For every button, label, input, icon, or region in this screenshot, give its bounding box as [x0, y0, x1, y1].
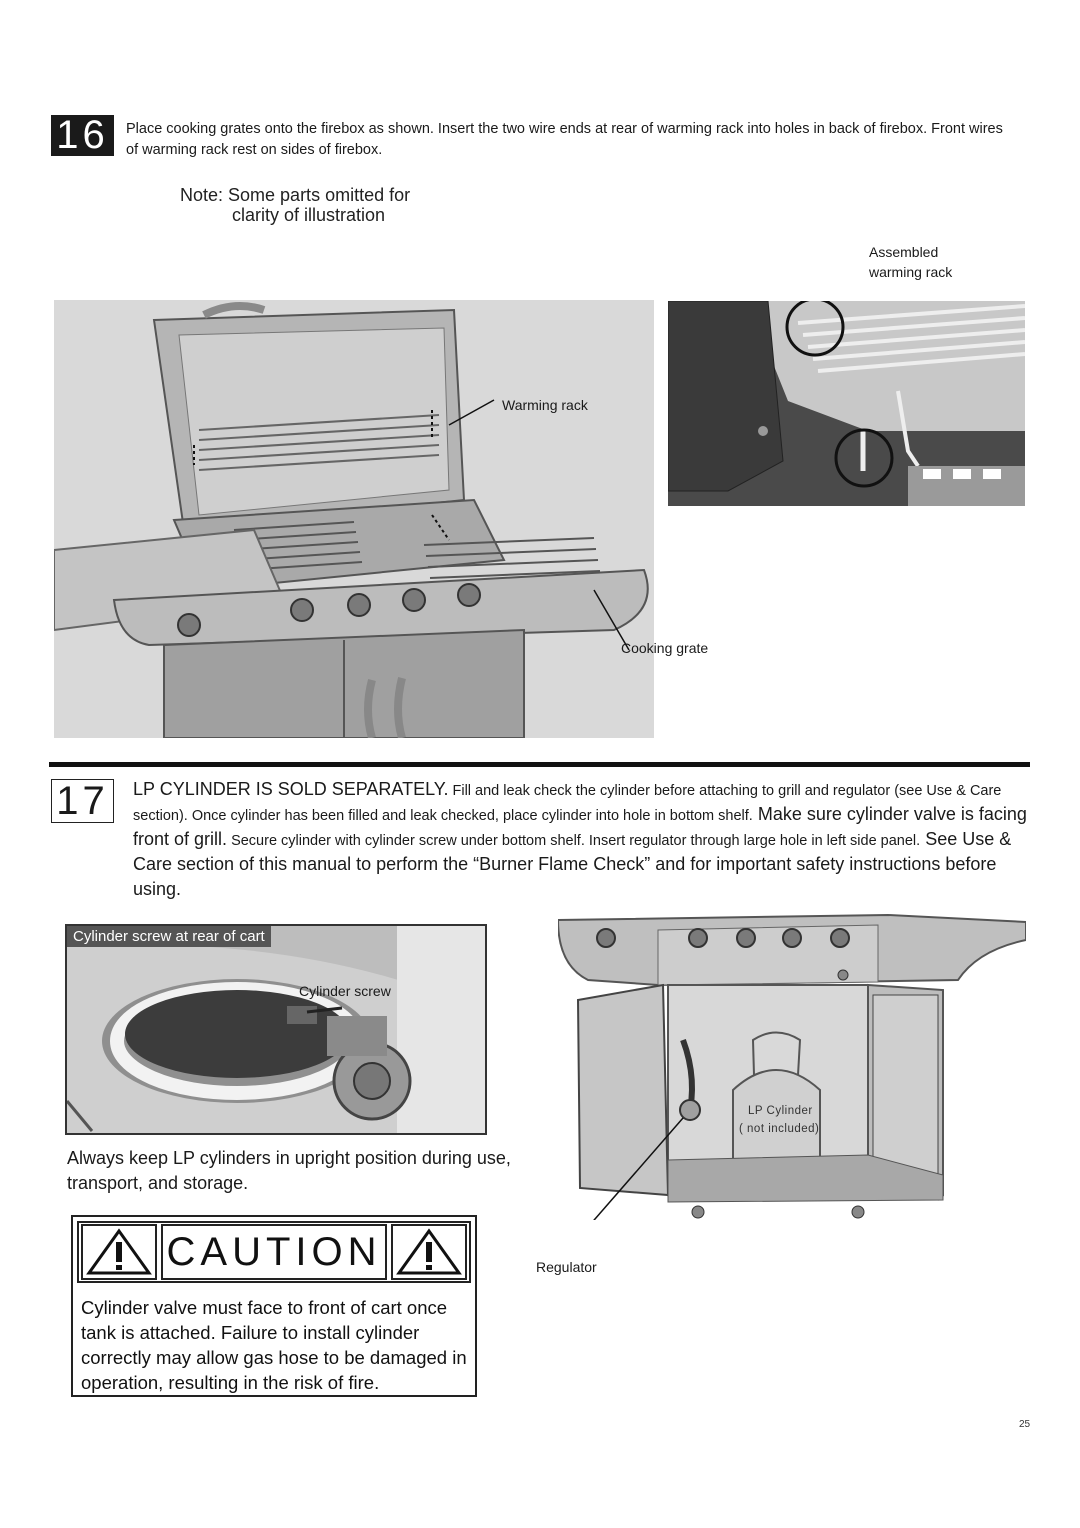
- step-number-17: 17: [51, 779, 114, 823]
- illustration-note-line1: Note: Some parts omitted for: [180, 185, 411, 205]
- step-16-instructions: Place cooking grates onto the firebox as…: [126, 121, 1003, 158]
- step-17-see-use-care: See Use & Care section of this manual to…: [133, 829, 1012, 899]
- warning-triangle-icon-left: [81, 1224, 157, 1280]
- step-17-secure-cylinder: Secure cylinder with cylinder screw unde…: [227, 833, 921, 849]
- cooking-grate-label: Cooking grate: [621, 640, 709, 656]
- cylinder-screw-photo-caption: Cylinder screw at rear of cart: [67, 926, 271, 947]
- step-17-fill-leak: Fill and leak check the cylinder before …: [133, 783, 1002, 824]
- caution-text: Cylinder valve must face to front of car…: [81, 1297, 467, 1393]
- step-17-sold-separately: LP CYLINDER IS SOLD SEPARATELY.: [133, 779, 449, 799]
- warming-rack-closeup-illustration: [668, 301, 1025, 506]
- step-17-instructions: LP CYLINDER IS SOLD SEPARATELY. Fill and…: [133, 778, 1028, 903]
- lp-cylinder-label: LP Cylinder: [748, 1105, 813, 1117]
- regulator-label: Regulator: [536, 1259, 597, 1275]
- caution-title: CAUTION: [166, 1229, 382, 1274]
- upright-position-text: Always keep LP cylinders in upright posi…: [67, 1148, 511, 1193]
- caution-header: CAUTION: [77, 1221, 471, 1283]
- warning-triangle-icon-right: [391, 1224, 467, 1280]
- grill-cart-cylinder-illustration: LP Cylinder ( not included): [558, 910, 1026, 1220]
- cylinder-screw-photo: Cylinder screw at rear of cart Cylinder …: [65, 924, 487, 1135]
- warming-rack-label: Warming rack: [502, 397, 588, 413]
- section-divider: [49, 762, 1030, 767]
- assembled-label-line2: warming rack: [869, 264, 953, 280]
- step-number-16: 16: [51, 113, 114, 157]
- caution-title-frame: CAUTION: [161, 1224, 387, 1280]
- not-included-label: ( not included): [739, 1123, 820, 1135]
- caution-box: CAUTION Cylinder valve must face to fron…: [71, 1215, 477, 1397]
- grill-open-lid-illustration: [54, 300, 654, 738]
- illustration-note-line2: clarity of illustration: [232, 205, 386, 225]
- assembled-label-line1: Assembled: [869, 244, 939, 260]
- step-17-valve-facing: Make sure cylinder valve is facing front…: [133, 804, 1027, 849]
- page-number: 25: [1019, 1419, 1031, 1430]
- cylinder-screw-label: Cylinder screw: [299, 983, 391, 999]
